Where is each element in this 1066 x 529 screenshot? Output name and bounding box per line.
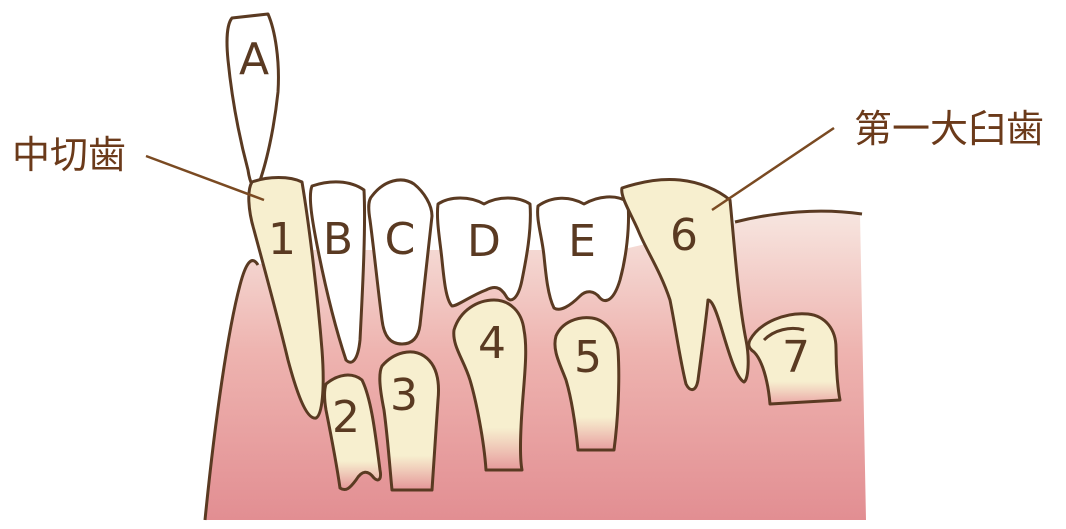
tooth-A-label: A xyxy=(239,34,269,85)
tooth-7-label: 7 xyxy=(782,332,810,383)
tooth-1-label: 1 xyxy=(268,214,296,265)
tooth-E-label: E xyxy=(568,216,596,267)
first-molar-leader xyxy=(712,128,834,210)
tooth-D-label: D xyxy=(467,216,501,267)
tooth-C-label: C xyxy=(385,214,416,265)
central-incisor-label: 中切歯 xyxy=(12,133,126,177)
tooth-3: 3 xyxy=(380,352,439,490)
tooth-2-label: 2 xyxy=(332,392,360,443)
tooth-3-label: 3 xyxy=(390,370,418,421)
tooth-B-label: B xyxy=(323,214,353,265)
tooth-D: D xyxy=(437,198,530,306)
tooth-A: A xyxy=(227,14,278,187)
tooth-6-label: 6 xyxy=(670,210,698,261)
tooth-5-label: 5 xyxy=(574,332,602,383)
tooth-E: E xyxy=(538,197,629,309)
first-molar-label: 第一大臼歯 xyxy=(854,107,1044,151)
tooth-4-label: 4 xyxy=(478,318,506,369)
